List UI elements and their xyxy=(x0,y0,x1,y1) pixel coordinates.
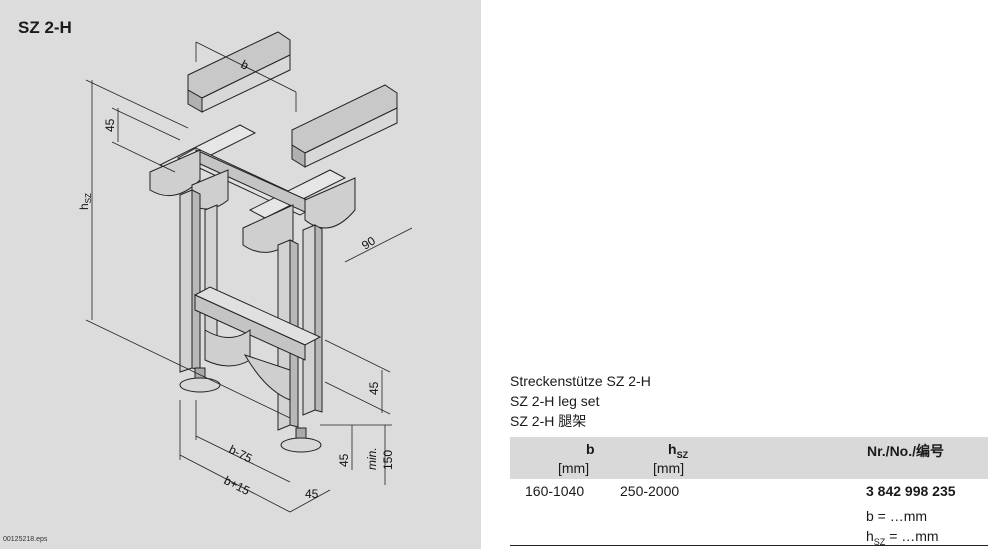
cell-b-range: 160-1040 xyxy=(525,483,585,499)
dimension-lines xyxy=(85,41,413,513)
cell-part-number: 3 842 998 235 xyxy=(866,483,956,499)
product-title: SZ 2-H xyxy=(18,18,72,37)
dim-b-plus-15: b+15 xyxy=(222,473,253,498)
upper-profile-left xyxy=(187,31,291,113)
description-en: SZ 2-H leg set xyxy=(510,393,600,409)
note-b: b = …mm xyxy=(866,508,928,524)
header-part-number: Nr./No./编号 xyxy=(867,443,945,459)
header-b: b xyxy=(586,441,595,457)
mounting-brackets xyxy=(149,149,356,253)
dim-45-right: 45 xyxy=(367,381,381,395)
description-zh: SZ 2-H 腿架 xyxy=(510,413,587,429)
header-hsz-unit: [mm] xyxy=(653,460,685,476)
info-panel: Streckenstütze SZ 2-H SZ 2-H leg set SZ … xyxy=(481,0,1000,549)
table-bottom-rule xyxy=(510,545,988,546)
header-b-unit: [mm] xyxy=(558,460,590,476)
dim-90: 90 xyxy=(359,233,378,252)
technical-drawing: b 45 hSZ 90 45 45 min. 150 b-75 b+15 45 xyxy=(77,31,413,513)
leveling-feet xyxy=(179,367,322,453)
dim-150: 150 xyxy=(381,450,395,470)
dim-45-top: 45 xyxy=(103,118,117,132)
table-header: b [mm] hSZ [mm] Nr./No./编号 xyxy=(510,437,988,479)
description-de: Streckenstütze SZ 2-H xyxy=(510,373,651,389)
dim-hsz: hSZ xyxy=(77,193,93,210)
dim-min: min. xyxy=(365,447,379,470)
dim-45-foot: 45 xyxy=(337,453,351,467)
dim-b-minus-75: b-75 xyxy=(227,442,255,466)
file-name: 00125218.eps xyxy=(3,536,48,543)
dim-45-bottom: 45 xyxy=(305,487,319,501)
lower-crossbar xyxy=(193,286,322,401)
note-hsz: hSZ = …mm xyxy=(866,528,939,547)
drawing-panel: SZ 2-H xyxy=(0,0,481,549)
upper-profile-right xyxy=(291,84,398,168)
cell-hsz-range: 250-2000 xyxy=(620,483,680,499)
header-hsz: hSZ xyxy=(668,441,689,460)
